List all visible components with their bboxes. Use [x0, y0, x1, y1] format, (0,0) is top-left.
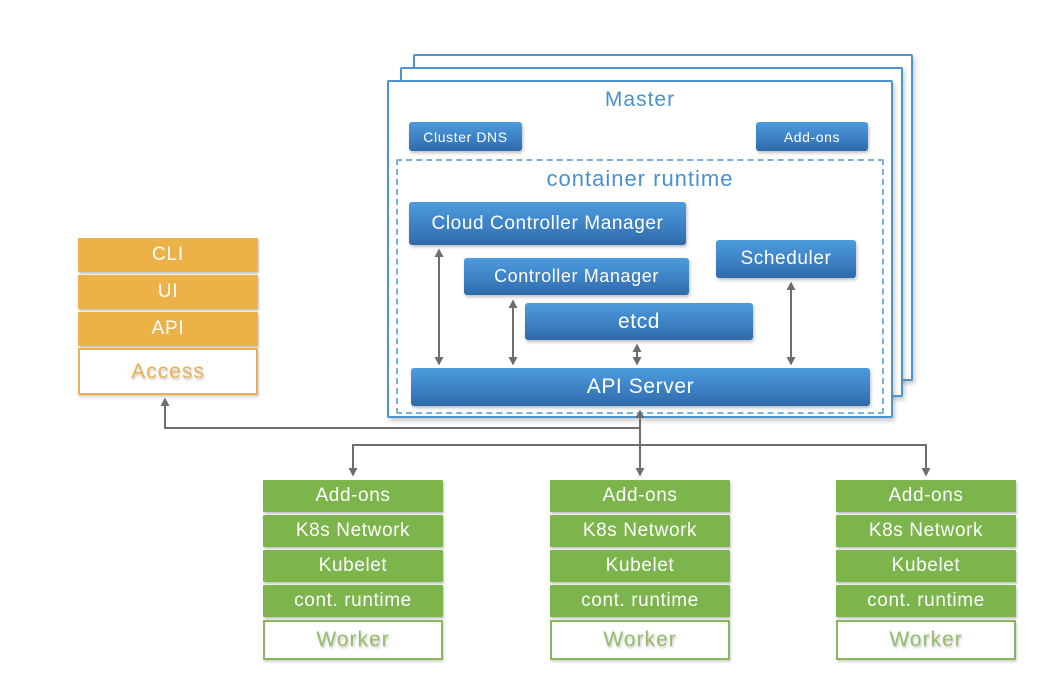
worker2-row-cont-runtime: cont. runtime [550, 585, 730, 617]
worker1-label: Worker [263, 620, 443, 660]
api-server-node: API Server [411, 368, 870, 406]
scheduler-node: Scheduler [716, 240, 856, 278]
access-row-ui: UI [78, 275, 258, 309]
cloud-controller-manager-node: Cloud Controller Manager [409, 202, 686, 245]
worker1-row-cont-runtime: cont. runtime [263, 585, 443, 617]
worker2-row-addons: Add-ons [550, 480, 730, 512]
worker3-row-kubelet: Kubelet [836, 550, 1016, 582]
worker1-row-k8s-network: K8s Network [263, 515, 443, 547]
worker3-row-addons: Add-ons [836, 480, 1016, 512]
worker1-row-addons: Add-ons [263, 480, 443, 512]
access-row-cli: CLI [78, 238, 258, 272]
worker2-row-kubelet: Kubelet [550, 550, 730, 582]
worker2-label: Worker [550, 620, 730, 660]
connector-apiserver-worker-right [640, 444, 931, 477]
access-row-api: API [78, 312, 258, 346]
cluster-dns-node: Cluster DNS [409, 122, 522, 151]
worker3-label: Worker [836, 620, 1016, 660]
master-title: Master [604, 88, 676, 111]
worker1-row-kubelet: Kubelet [263, 550, 443, 582]
worker3-row-k8s-network: K8s Network [836, 515, 1016, 547]
container-runtime-title: container runtime [546, 166, 734, 191]
worker2-row-k8s-network: K8s Network [550, 515, 730, 547]
controller-manager-node: Controller Manager [464, 258, 689, 295]
access-label: Access [78, 348, 258, 395]
master-addons-node: Add-ons [756, 122, 868, 151]
connector-apiserver-worker-left [348, 411, 641, 477]
etcd-node: etcd [525, 303, 753, 340]
worker3-row-cont-runtime: cont. runtime [836, 585, 1016, 617]
